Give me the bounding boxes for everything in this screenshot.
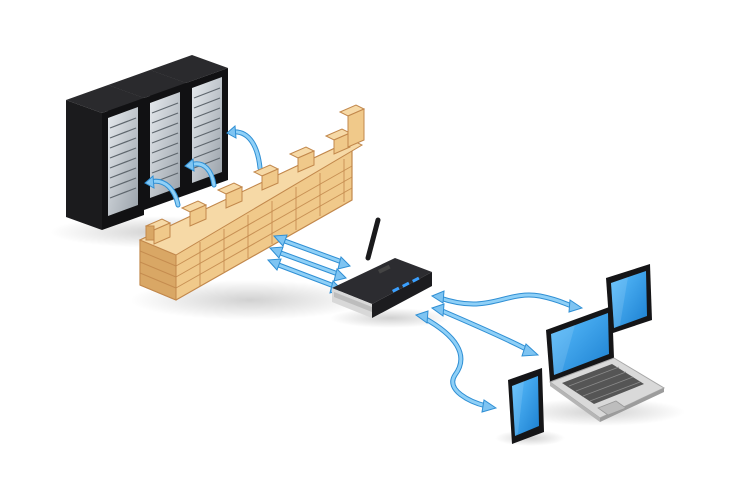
wireless-router-icon — [332, 217, 432, 318]
firewall-brick-wall-icon — [138, 104, 366, 301]
server-rack-icon — [66, 55, 228, 230]
tablet-icon — [606, 264, 652, 334]
server-rack-1 — [66, 85, 144, 230]
server-to-wall-arrows — [144, 124, 263, 208]
router-to-device-arrows — [414, 290, 584, 413]
bidirectional-arrow-icon — [266, 234, 351, 294]
smartphone-icon — [508, 368, 544, 444]
laptop-icon — [546, 306, 666, 422]
